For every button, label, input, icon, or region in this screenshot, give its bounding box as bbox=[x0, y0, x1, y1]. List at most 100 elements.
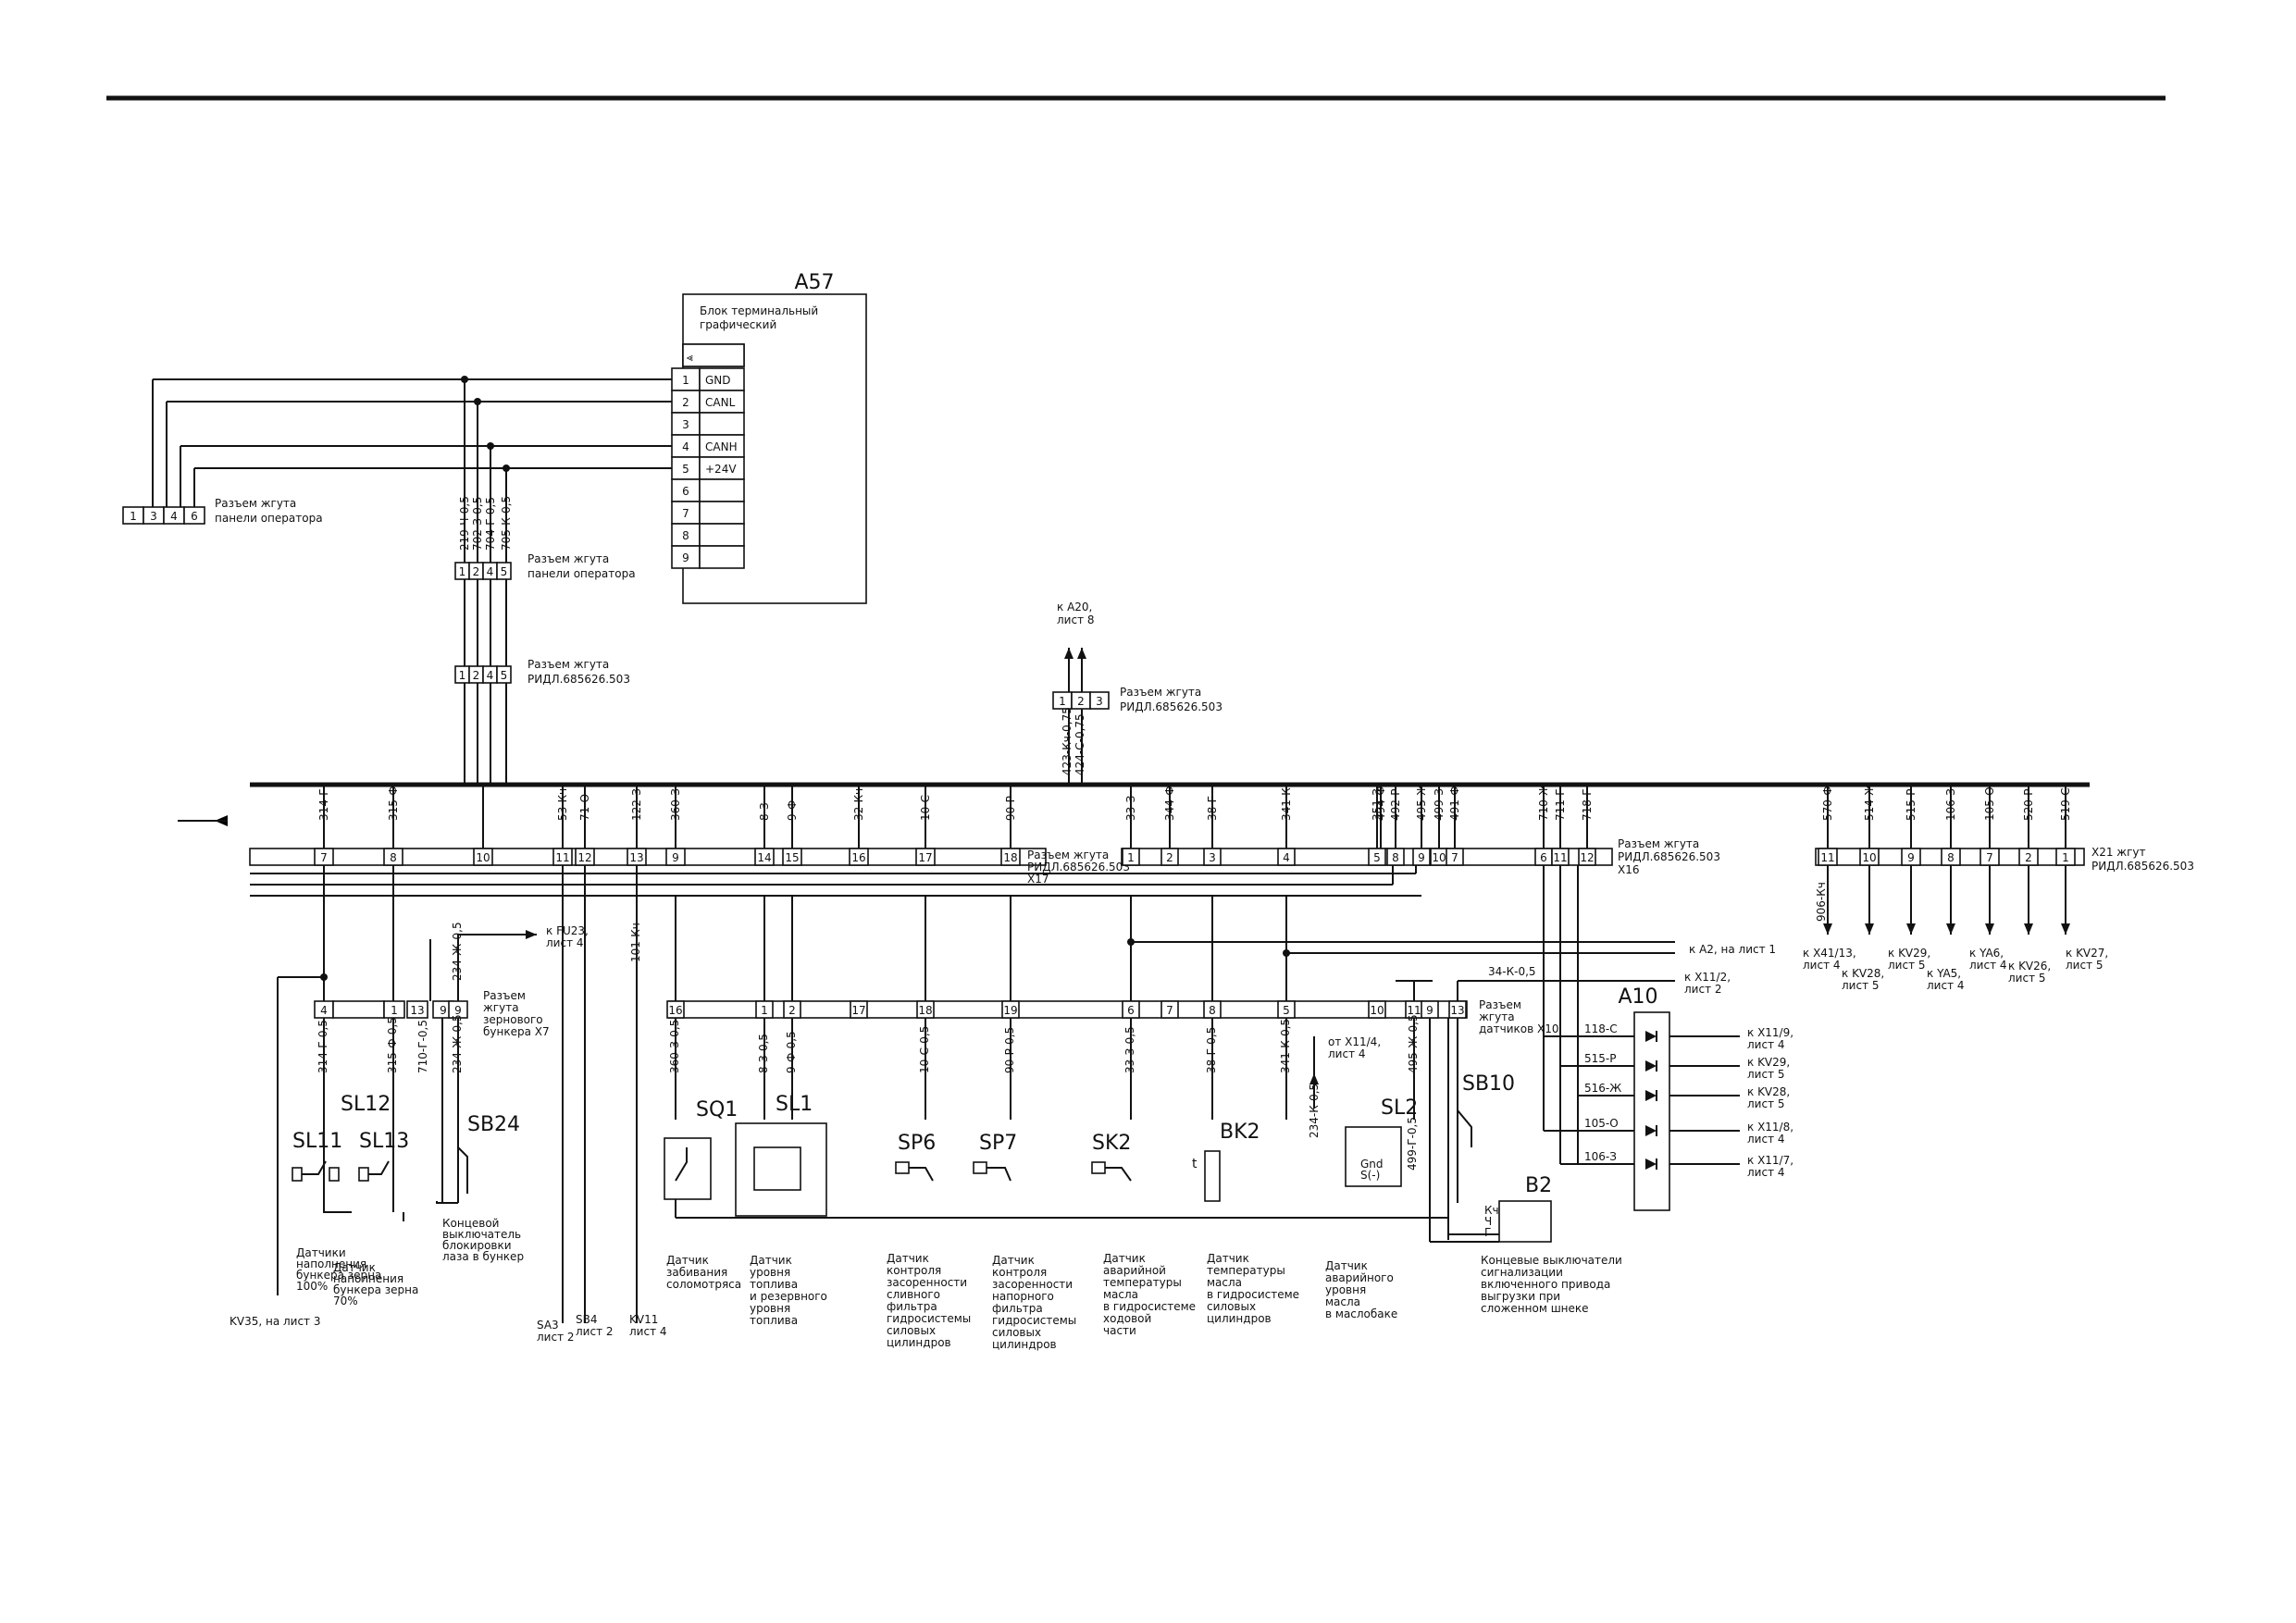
x16-pin-cell bbox=[1122, 848, 1140, 866]
b2-box bbox=[1498, 1200, 1552, 1243]
a20-conn-pin: 1 bbox=[1059, 695, 1066, 708]
b2-inner: Ч bbox=[1484, 1215, 1492, 1228]
diode-icon bbox=[1645, 1060, 1657, 1072]
x21-target: к YA6, bbox=[1969, 947, 2004, 960]
x7-wire-label: 314-Г-0,5 bbox=[316, 1020, 329, 1073]
a20-conn-cell bbox=[1089, 691, 1110, 710]
x21-target: лист 5 bbox=[1842, 979, 1880, 992]
x10-wire-label: 90-Р-0,5 bbox=[1003, 1027, 1016, 1073]
sb4-label: SB4 bbox=[576, 1313, 597, 1326]
a20-note: к А20, bbox=[1057, 601, 1092, 613]
x16-row bbox=[1121, 848, 1613, 866]
diode-icon bbox=[1645, 1031, 1657, 1042]
x10-wire-label: 10-С-0,5 bbox=[918, 1026, 931, 1073]
sl2-inner: S(-) bbox=[1360, 1169, 1380, 1182]
arrow-head bbox=[2024, 923, 2033, 935]
conn-op2-pin: 2 bbox=[473, 565, 480, 578]
a57-signal-cell bbox=[699, 501, 745, 525]
sl11-contact bbox=[302, 1160, 327, 1175]
b2-inner: Кч bbox=[1484, 1204, 1499, 1217]
sl13-desc: 70% bbox=[333, 1295, 358, 1307]
sl11-icon bbox=[292, 1167, 303, 1182]
sb24-contact bbox=[436, 1201, 458, 1204]
sl11-desc: наполнения bbox=[296, 1258, 366, 1270]
x17-pin: 7 bbox=[320, 851, 328, 864]
sk2-desc: в гидросистеме bbox=[1103, 1300, 1196, 1313]
conn-ridl-top-pin: 1 bbox=[459, 669, 466, 682]
a57-pin: 8 bbox=[682, 529, 689, 542]
x21-target: лист 4 bbox=[1969, 959, 2007, 972]
x10-wire-label: 8-З-0,5 bbox=[757, 1034, 770, 1073]
x17-pin: 9 bbox=[672, 851, 679, 864]
conn-op-label: панели оператора bbox=[215, 512, 323, 525]
kv11-label: лист 4 bbox=[629, 1325, 667, 1338]
x21-target: к KV28, bbox=[1842, 967, 1884, 980]
a57-pin: 7 bbox=[682, 507, 689, 520]
sl1-desc: уровня bbox=[750, 1302, 790, 1315]
x21-extra-wire: 906-Кч bbox=[1815, 882, 1828, 922]
from-x11-label: лист 4 bbox=[1328, 1047, 1366, 1060]
sq1-ref: SQ1 bbox=[696, 1098, 738, 1121]
x21-target: лист 5 bbox=[2008, 972, 2046, 985]
x10-wire-label: 360-З-0,5 bbox=[668, 1020, 681, 1073]
sk2-desc: аварийной bbox=[1103, 1264, 1166, 1277]
x21-wire-label: 515-Р bbox=[1905, 789, 1917, 821]
x16-label: РИДЛ.685626.503 bbox=[1618, 850, 1720, 863]
sb24-ref: SB24 bbox=[467, 1113, 520, 1136]
sp7-desc: гидросистемы bbox=[992, 1314, 1076, 1327]
x7-gap bbox=[332, 1000, 385, 1019]
conn-op2-label: панели оператора bbox=[527, 567, 636, 580]
sl13-ref: SL13 bbox=[359, 1130, 409, 1153]
x7-wire-label: 710-Г-0,5 bbox=[416, 1020, 429, 1073]
a10-ref: A10 bbox=[1618, 985, 1657, 1009]
x7-pin: 9 bbox=[440, 1004, 447, 1017]
sb24-desc: лаза в бункер bbox=[442, 1250, 524, 1263]
conn-op-label: Разъем жгута bbox=[215, 497, 296, 510]
fu23-label: к FU23, bbox=[546, 924, 589, 937]
bus-wire-label: 494-Ф bbox=[1374, 786, 1387, 821]
bus-wire-label: 32-Кч bbox=[852, 788, 865, 821]
x10-pin: 13 bbox=[1450, 1004, 1464, 1017]
a57-pin: 2 bbox=[682, 396, 689, 409]
x10-wire-label: 38-Г-0,5 bbox=[1205, 1027, 1218, 1073]
x10-pin: 11 bbox=[1407, 1004, 1421, 1017]
sp7-desc: засоренности bbox=[992, 1278, 1073, 1291]
arrow-head bbox=[1946, 923, 1955, 935]
x17-pin-cell bbox=[849, 848, 869, 866]
x16-pin: 10 bbox=[1432, 851, 1446, 864]
x21-pin: 2 bbox=[2025, 851, 2032, 864]
bus-wire-label: 315-Ф bbox=[387, 786, 400, 821]
x17-pin: 13 bbox=[629, 851, 643, 864]
sa3-label: лист 2 bbox=[537, 1331, 575, 1344]
sp7-desc: цилиндров bbox=[992, 1338, 1057, 1351]
conn-ridl-top-label: РИДЛ.685626.503 bbox=[527, 673, 630, 686]
arrow-head bbox=[526, 930, 537, 939]
x21-wire-label: 519-С bbox=[2059, 787, 2072, 821]
a10-target: лист 4 bbox=[1747, 1038, 1785, 1051]
sb10-contact bbox=[1457, 1109, 1472, 1147]
bus-wire-label: 122-З bbox=[630, 788, 643, 821]
x10-pin: 9 bbox=[1426, 1004, 1433, 1017]
x7-label: бункера X7 bbox=[483, 1025, 550, 1038]
x7-fu23-wire bbox=[457, 934, 537, 1001]
junction-dot bbox=[1127, 938, 1135, 946]
x16-pin: 8 bbox=[1392, 851, 1399, 864]
x10-wire-label: 499-Г-0,5 bbox=[1406, 1117, 1419, 1171]
b2-inner: Г bbox=[1484, 1226, 1491, 1239]
sl2-inner: Gnd bbox=[1360, 1158, 1384, 1171]
sl1-desc: уровня bbox=[750, 1266, 790, 1279]
x17-label: X17 bbox=[1027, 873, 1049, 886]
sl1-ref: SL1 bbox=[776, 1093, 813, 1116]
sl12-icon bbox=[329, 1167, 340, 1182]
x17-pin: 18 bbox=[1003, 851, 1017, 864]
conn-op-pin: 3 bbox=[150, 510, 157, 523]
arrow-head bbox=[1064, 648, 1074, 659]
x16-pin-cell bbox=[1160, 848, 1179, 866]
arrow-head bbox=[1906, 923, 1916, 935]
a10-box bbox=[1633, 1011, 1670, 1211]
x21-target: к KV27, bbox=[2066, 947, 2108, 960]
bus-wire-label: 360-З bbox=[669, 788, 682, 821]
x17-pin: 11 bbox=[555, 851, 569, 864]
a20-wire-label: 423-Кч-0,75 bbox=[1061, 707, 1074, 775]
x7-label: жгута bbox=[483, 1001, 519, 1014]
